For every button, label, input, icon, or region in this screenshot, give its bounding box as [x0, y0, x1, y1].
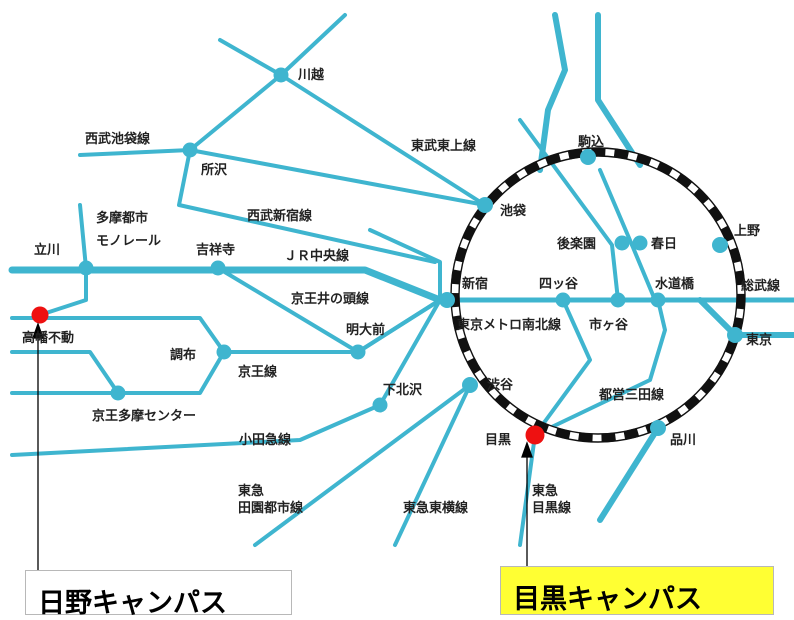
label-seibu-ikebukuro: 西武池袋線: [85, 131, 151, 147]
hino-campus-callout: 日野キャンパス: [25, 570, 292, 619]
label-tokyo: 東京: [746, 332, 772, 348]
north-trunk-left: [537, 12, 568, 173]
station-shimokitazawa: [372, 397, 388, 413]
station-keio-tama-center: [110, 385, 126, 401]
label-tokorozawa: 所沢: [201, 162, 228, 178]
label-sobu: 総武線: [741, 278, 781, 294]
north-trunk-right: [595, 12, 643, 168]
station-tachikawa: [78, 260, 94, 276]
label-jr-chuo: ＪＲ中央線: [284, 248, 350, 264]
station-korakuen: [614, 235, 630, 251]
tokyo-spur: [697, 297, 794, 338]
hino-campus-label: 日野キャンパス: [38, 588, 227, 619]
jr-chuo-line: [8, 266, 444, 304]
label-shibuya: 渋谷: [487, 377, 514, 393]
label-meguro: 目黒: [485, 432, 511, 448]
label-tokyu-meguro-1: 東急: [532, 483, 558, 499]
label-tobu-tojo: 東武東上線: [411, 138, 477, 154]
label-tokyu-denentoshi-1: 東急: [238, 483, 264, 499]
label-ichigaya: 市ヶ谷: [589, 317, 629, 333]
label-takahata-fudo: 高幡不動: [22, 330, 74, 346]
station-yotsuya: [555, 292, 571, 308]
label-kawagoe: 川越: [297, 67, 325, 83]
label-seibu-shinjuku: 西武新宿線: [247, 208, 313, 224]
label-odakyu: 小田急線: [239, 432, 292, 448]
station-tokorozawa: [182, 142, 198, 158]
meguro-campus-callout: 目黒キャンパス: [500, 566, 774, 615]
label-yotsuya: 四ッ谷: [539, 276, 579, 292]
seibu-shinjuku-line: [368, 228, 442, 302]
station-komagome: [580, 149, 596, 165]
station-meidaimae: [350, 344, 366, 360]
label-tachikawa: 立川: [34, 242, 60, 258]
label-komagome: 駒込: [577, 134, 605, 150]
label-tokyu-meguro-2: 目黒線: [532, 500, 572, 516]
yamanote-loop: [450, 147, 746, 443]
seibu-tokorozawa-branch: [177, 148, 437, 264]
campus-stations: [31, 306, 545, 445]
label-shinjuku: 新宿: [462, 276, 488, 292]
label-chofu: 調布: [170, 347, 196, 363]
label-shinagawa: 品川: [670, 433, 696, 448]
label-kichijoji: 吉祥寺: [196, 242, 235, 258]
label-tokyu-toyoko: 東急東横線: [403, 500, 469, 516]
label-kasuga: 春日: [650, 236, 677, 252]
tokyu-denentoshi-line: [253, 383, 472, 547]
odakyu-line: [10, 298, 442, 457]
label-keio-tama-center: 京王多摩センター: [92, 408, 196, 424]
station-chofu: [216, 344, 232, 360]
station-suidobashi: [650, 292, 666, 308]
label-monorail-2: モノレール: [96, 234, 161, 249]
monorail-line: [38, 203, 88, 317]
meguro-campus-label: 目黒キャンパス: [513, 584, 702, 615]
station-shinjuku: [439, 292, 455, 308]
label-shimokitazawa: 下北沢: [383, 382, 423, 398]
label-mita: 都営三田線: [598, 387, 665, 403]
station-shibuya: [462, 377, 478, 393]
station-kasuga: [632, 235, 648, 251]
label-keio: 京王線: [238, 364, 278, 380]
mita-line: [533, 298, 667, 437]
label-suidobashi: 水道橋: [655, 276, 695, 292]
south-trunk: [597, 425, 661, 523]
label-monorail-1: 多摩都市: [96, 210, 148, 226]
station-takahata-fudo: [31, 306, 49, 324]
callout-arrows: [32, 322, 533, 570]
station-ueno: [712, 237, 728, 253]
mita-north-line: [598, 168, 634, 247]
seibu-ikebukuro-line: [78, 148, 487, 207]
label-tokyu-denentoshi-2: 田園都市線: [238, 500, 304, 516]
station-meguro: [525, 425, 545, 445]
label-ikebukuro: 池袋: [500, 203, 527, 219]
station-ichigaya: [610, 292, 626, 308]
stations: [78, 67, 743, 436]
label-meidaimae: 明大前: [346, 322, 385, 338]
label-korakuen: 後楽園: [557, 236, 596, 252]
station-tokyo: [727, 327, 743, 343]
tokyu-toyoko-line: [393, 383, 472, 547]
kasuga-link: [630, 243, 657, 302]
station-kichijoji: [210, 260, 226, 276]
keio-inokashira-line: [216, 266, 442, 354]
label-keio-inokashira: 京王井の頭線: [291, 291, 370, 307]
label-ueno: 上野: [734, 224, 760, 239]
station-ikebukuro: [477, 197, 493, 213]
station-shinagawa: [650, 420, 666, 436]
label-namboku: 東京メトロ南北線: [457, 317, 562, 333]
station-labels: 川越 所沢 立川 吉祥寺 高幡不動 調布 京王多摩センター 明大前 下北沢 新宿…: [22, 67, 772, 448]
station-kawagoe: [273, 67, 289, 83]
line-labels: 西武池袋線 東武東上線 西武新宿線 ＪＲ中央線 京王井の頭線 京王線 小田急線 …: [85, 131, 781, 516]
